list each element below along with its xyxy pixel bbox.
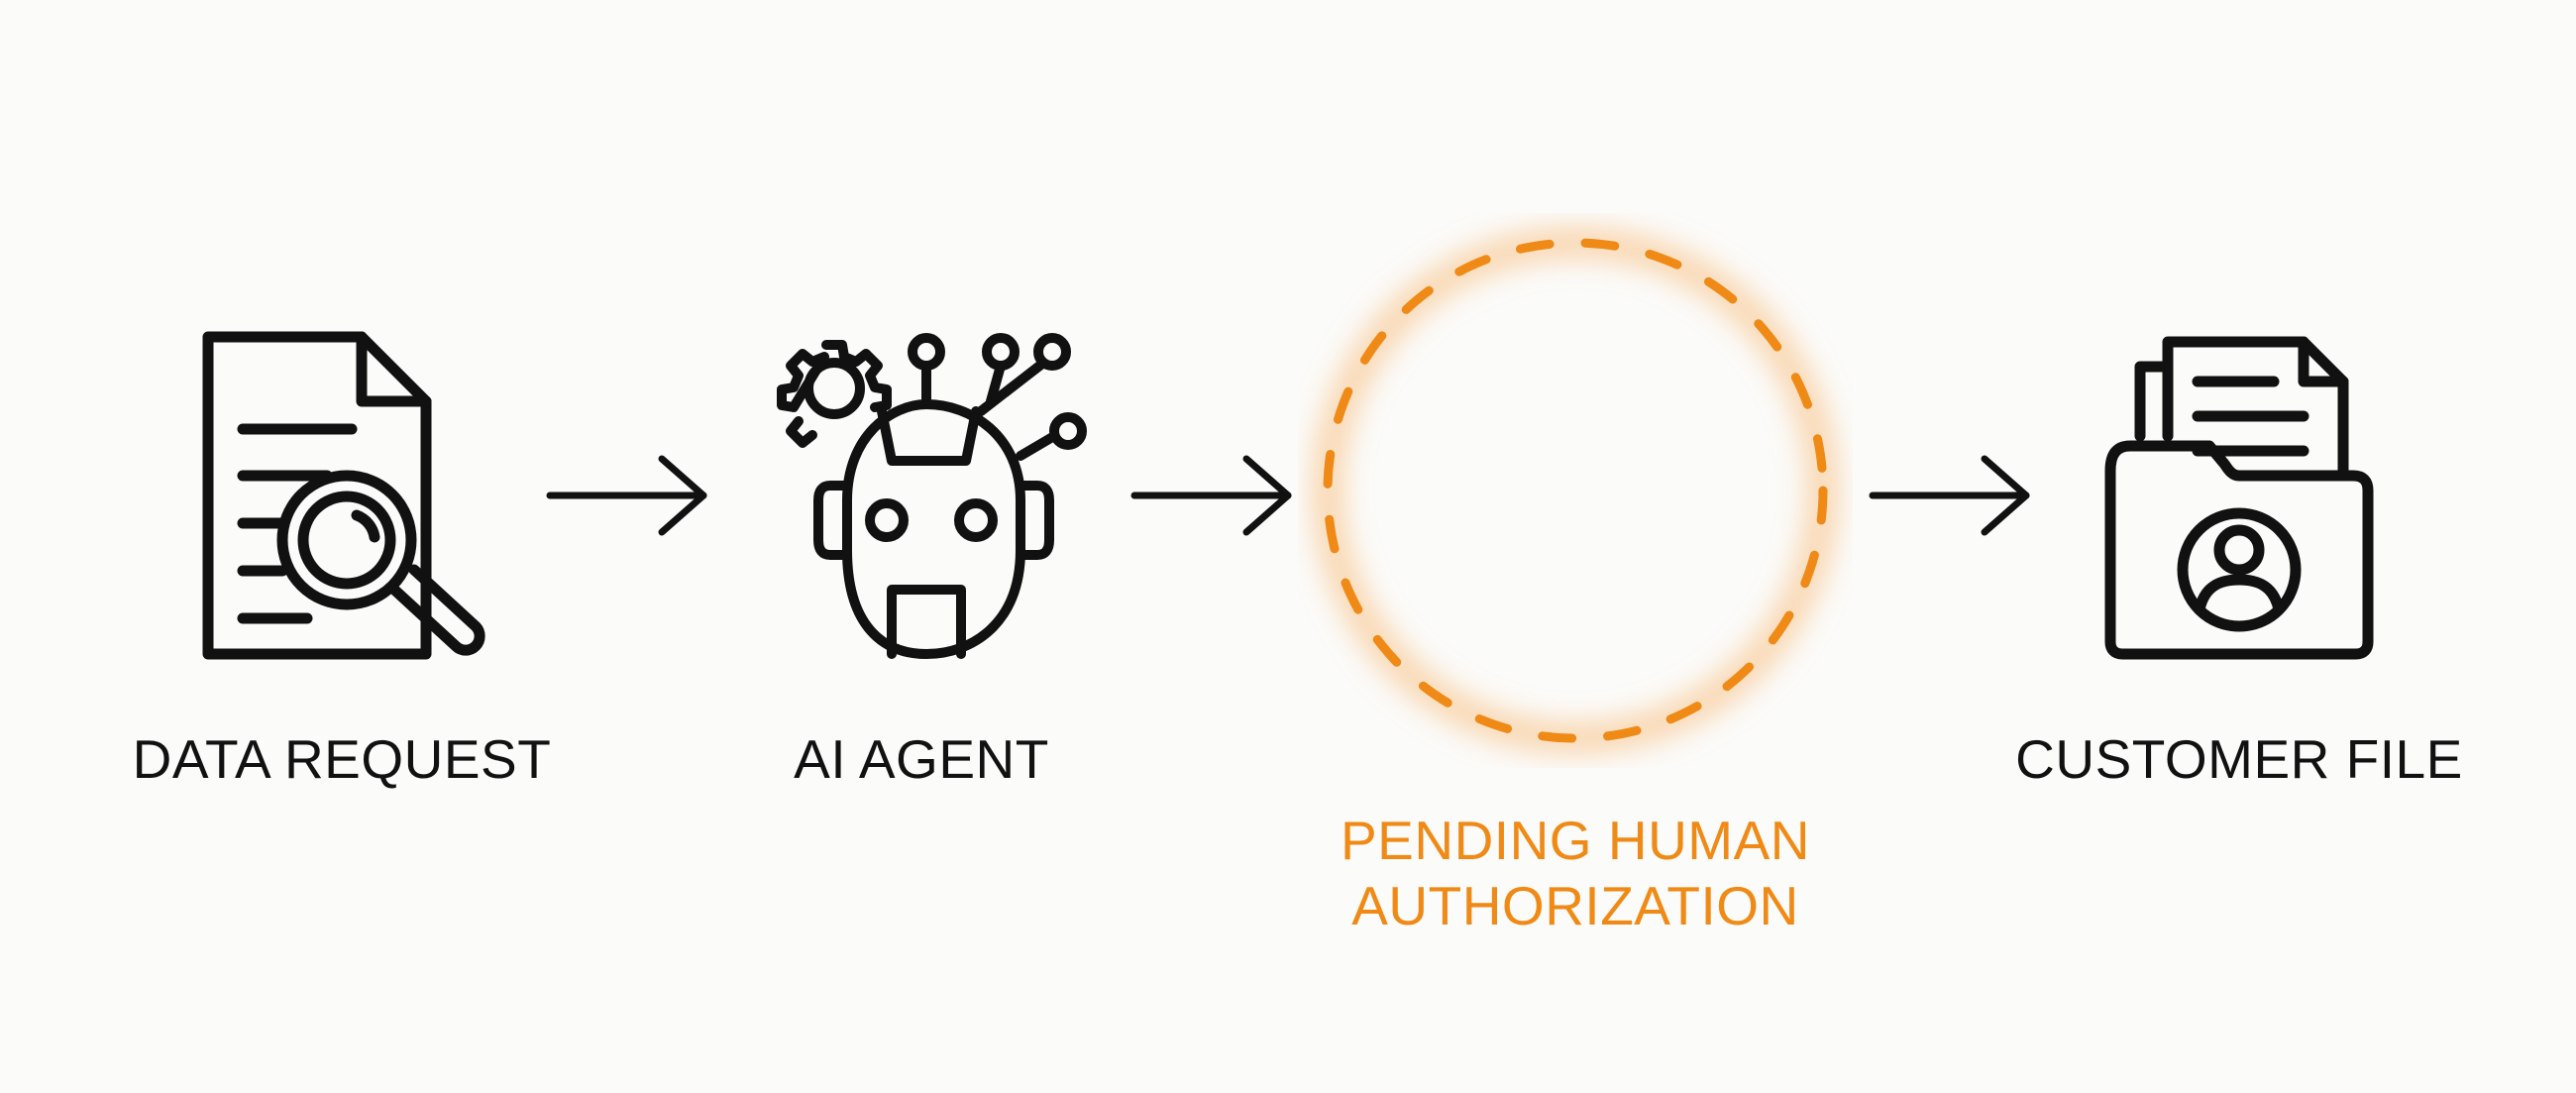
pending-label-line-1: PENDING HUMAN bbox=[1340, 810, 1811, 871]
dashed-circle-placeholder-icon bbox=[1313, 228, 1838, 753]
arrow-icon bbox=[1130, 455, 1292, 536]
document-search-icon bbox=[202, 331, 485, 660]
arrow-icon bbox=[1869, 455, 2030, 536]
pending-label-line-2: AUTHORIZATION bbox=[1351, 875, 1799, 936]
step-label-ai-agent: AI AGENT bbox=[794, 728, 1049, 790]
step-label-pending-authorization: PENDING HUMAN AUTHORIZATION bbox=[1341, 808, 1810, 938]
robot-head-icon bbox=[777, 333, 1087, 659]
step-label-data-request: DATA REQUEST bbox=[132, 728, 552, 790]
arrow-icon bbox=[546, 455, 707, 536]
step-label-customer-file: CUSTOMER FILE bbox=[2015, 728, 2463, 790]
customer-folder-icon bbox=[2104, 336, 2374, 660]
